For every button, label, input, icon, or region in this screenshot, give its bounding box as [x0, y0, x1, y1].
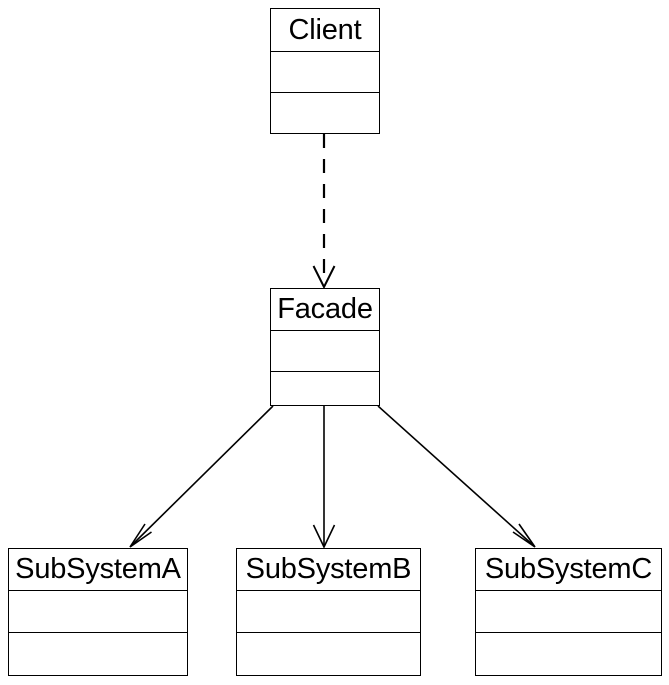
- open-arrowhead-subsystema: [129, 523, 152, 548]
- client-class-name: Client: [288, 13, 362, 46]
- facade-attributes-compartment: [271, 330, 379, 371]
- uml-class-subsystem-c[interactable]: SubSystemC: [475, 548, 662, 676]
- subsystem-c-operations-compartment: [476, 632, 661, 674]
- uml-class-subsystem-a[interactable]: SubSystemA: [8, 548, 188, 676]
- uml-class-client[interactable]: Client: [270, 8, 380, 134]
- edge-facade-to-subsystem-b: [312, 406, 336, 549]
- client-attributes-compartment: [271, 51, 379, 92]
- facade-class-name: Facade: [277, 293, 373, 325]
- client-operations-compartment: [271, 92, 379, 132]
- open-arrowhead-subsystemb: [312, 524, 336, 549]
- subsystem-a-class-name: SubSystemA: [15, 553, 181, 585]
- open-arrowhead-subsystemc: [512, 523, 536, 548]
- association-line-facade-subsystema: [130, 405, 274, 547]
- client-name-compartment: Client: [271, 9, 379, 51]
- edge-client-to-facade: [312, 134, 336, 290]
- open-arrowhead-facade: [312, 265, 336, 290]
- subsystem-a-name-compartment: SubSystemA: [9, 549, 187, 590]
- subsystem-b-name-compartment: SubSystemB: [237, 549, 420, 590]
- uml-class-facade[interactable]: Facade: [270, 288, 380, 406]
- subsystem-c-attributes-compartment: [476, 590, 661, 632]
- edge-facade-to-subsystem-c: [377, 405, 536, 548]
- subsystem-b-operations-compartment: [237, 632, 420, 674]
- subsystem-a-attributes-compartment: [9, 590, 187, 632]
- edge-facade-to-subsystem-a: [129, 405, 274, 548]
- uml-class-subsystem-b[interactable]: SubSystemB: [236, 548, 421, 676]
- subsystem-c-class-name: SubSystemC: [484, 553, 653, 585]
- facade-name-compartment: Facade: [271, 289, 379, 330]
- subsystem-b-class-name: SubSystemB: [245, 553, 412, 585]
- facade-operations-compartment: [271, 371, 379, 404]
- subsystem-b-attributes-compartment: [237, 590, 420, 632]
- subsystem-a-operations-compartment: [9, 632, 187, 674]
- subsystem-c-name-compartment: SubSystemC: [476, 549, 661, 590]
- association-line-facade-subsystemc: [377, 405, 535, 547]
